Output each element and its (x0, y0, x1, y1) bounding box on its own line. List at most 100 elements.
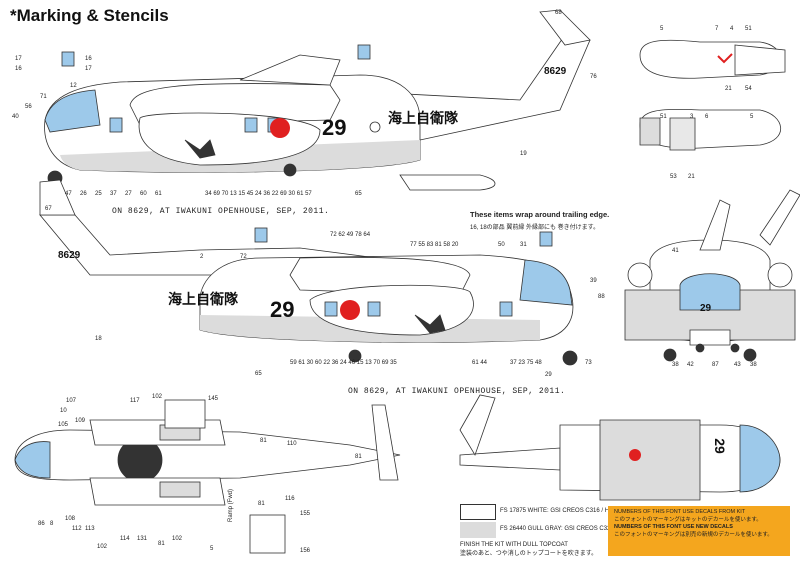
svg-text:37: 37 (110, 191, 117, 197)
font-note-kit-jp: このフォントのマーキングはキットのデカールを使います。 (614, 516, 762, 523)
front-view (624, 189, 800, 362)
svg-text:42: 42 (687, 362, 694, 368)
callout-numbers: 17 16 16 17 12 71 56 40 47 26 25 37 27 6… (12, 10, 757, 554)
code-number-top: 29 (322, 115, 347, 140)
svg-text:87: 87 (712, 362, 719, 368)
caption-top: ON 8629, AT IWAKUNI OPENHOUSE, SEP, 2011… (112, 207, 330, 216)
svg-text:43: 43 (734, 362, 741, 368)
font-note-kit-en: NUMBERS OF THIS FONT USE DECALS FROM KIT (614, 509, 746, 515)
svg-text:5: 5 (660, 26, 664, 32)
white-legend: FS 17875 WHITE: GSI CREOS C316 / H316 (500, 508, 620, 514)
svg-text:81: 81 (258, 501, 265, 507)
side-view-right-facing (39, 179, 578, 366)
svg-text:109: 109 (75, 418, 86, 424)
svg-text:108: 108 (65, 516, 76, 522)
svg-text:72: 72 (240, 254, 247, 260)
svg-text:12: 12 (70, 83, 77, 89)
white-swatch (460, 504, 496, 520)
code-number-bottom-view: 29 (711, 438, 728, 454)
page-title: *Marking & Stencils (10, 6, 169, 25)
wrap-note-en: These items wrap around trailing edge. (470, 210, 610, 219)
code-number-middle: 29 (270, 297, 295, 322)
svg-text:81: 81 (260, 438, 267, 444)
svg-text:113: 113 (85, 526, 95, 532)
serial-number-tail-middle: 8629 (58, 250, 81, 261)
svg-text:59 61 30 60 22 36 24 46 15 13: 59 61 30 60 22 36 24 46 15 13 70 69 35 (290, 360, 397, 366)
svg-text:31: 31 (520, 242, 527, 248)
svg-text:81: 81 (355, 454, 362, 460)
svg-text:86: 86 (38, 521, 45, 527)
topcoat-note-jp: 塗装のあと、つや消しのトップコートを吹きます。 (460, 551, 598, 557)
svg-text:21: 21 (688, 174, 695, 180)
svg-text:53: 53 (670, 174, 677, 180)
svg-text:102: 102 (152, 394, 163, 400)
svg-text:105: 105 (58, 422, 69, 428)
svg-text:41: 41 (672, 248, 679, 254)
svg-text:61: 61 (155, 191, 162, 197)
svg-text:68: 68 (555, 10, 562, 16)
svg-text:47: 47 (65, 191, 72, 197)
ramp-label: Ramp (Fwd) (228, 488, 234, 522)
svg-text:19: 19 (520, 151, 527, 157)
plan-view-bottom (459, 394, 781, 501)
code-number-front: 29 (700, 303, 712, 314)
svg-text:38: 38 (750, 362, 757, 368)
gray-swatch (460, 522, 496, 538)
font-note-new-en: NUMBERS OF THIS FONT USE NEW DECALS (614, 524, 733, 530)
svg-text:2: 2 (200, 254, 204, 260)
serial-number-tail: 8629 (544, 66, 567, 77)
caption-bottom: ON 8629, AT IWAKUNI OPENHOUSE, SEP, 2011… (348, 387, 566, 396)
svg-text:155: 155 (300, 511, 311, 517)
svg-text:3: 3 (690, 114, 694, 120)
engine-detail-top (639, 39, 786, 151)
svg-text:81: 81 (158, 541, 165, 547)
svg-text:72 62 49 78 64: 72 62 49 78 64 (330, 232, 371, 238)
topcoat-note-en: FINISH THE KIT WITH DULL TOPCOAT (460, 542, 568, 548)
svg-text:76: 76 (590, 74, 597, 80)
svg-text:17: 17 (15, 56, 22, 62)
jmsdf-text-top: 海上自衛隊 (388, 110, 458, 126)
svg-text:102: 102 (97, 544, 108, 550)
svg-text:51: 51 (660, 114, 667, 120)
svg-text:110: 110 (287, 441, 297, 447)
svg-text:77 55 83 81 58 20: 77 55 83 81 58 20 (410, 242, 459, 248)
svg-text:54: 54 (745, 86, 752, 92)
gray-legend: FS 26440 GULL GRAY: GSI CREOS C325 / H32… (500, 526, 634, 532)
side-view-left-facing (44, 9, 591, 186)
svg-text:34 69 70 13 15 45 24 36 22 69: 34 69 70 13 15 45 24 36 22 69 30 61 57 (205, 191, 312, 197)
svg-text:56: 56 (25, 104, 32, 110)
svg-text:117: 117 (130, 398, 140, 404)
svg-text:67: 67 (45, 206, 52, 212)
svg-text:156: 156 (300, 548, 311, 554)
svg-text:114: 114 (120, 536, 130, 542)
font-note-new-jp: このフォントのマーキングは別売の新規のデカールを使います。 (614, 531, 773, 538)
svg-text:8: 8 (50, 521, 54, 527)
jmsdf-text-middle: 海上自衛隊 (168, 291, 238, 307)
svg-text:5: 5 (210, 546, 214, 552)
svg-text:5: 5 (750, 114, 754, 120)
svg-text:131: 131 (137, 536, 148, 542)
svg-text:145: 145 (208, 396, 219, 402)
svg-text:4: 4 (730, 26, 734, 32)
svg-text:16: 16 (85, 56, 92, 62)
font-note-box: NUMBERS OF THIS FONT USE DECALS FROM KIT… (608, 506, 790, 556)
svg-text:39: 39 (590, 278, 597, 284)
svg-text:37 23 75 48: 37 23 75 48 (510, 360, 542, 366)
svg-text:60: 60 (140, 191, 147, 197)
svg-text:6: 6 (705, 114, 709, 120)
svg-text:7: 7 (715, 26, 719, 32)
svg-text:65: 65 (355, 191, 362, 197)
svg-text:116: 116 (285, 496, 295, 502)
svg-text:16: 16 (15, 66, 22, 72)
svg-text:61 44: 61 44 (472, 360, 488, 366)
svg-text:71: 71 (40, 94, 47, 100)
svg-text:88: 88 (598, 294, 605, 300)
svg-text:73: 73 (585, 360, 592, 366)
svg-text:25: 25 (95, 191, 102, 197)
plan-view-top (14, 399, 401, 554)
svg-text:50: 50 (498, 242, 505, 248)
svg-text:29: 29 (545, 372, 552, 378)
wrap-note-jp: 16, 18の部品 翼前縁 外縁部にも 巻き付けます。 (470, 225, 600, 231)
svg-text:38: 38 (672, 362, 679, 368)
